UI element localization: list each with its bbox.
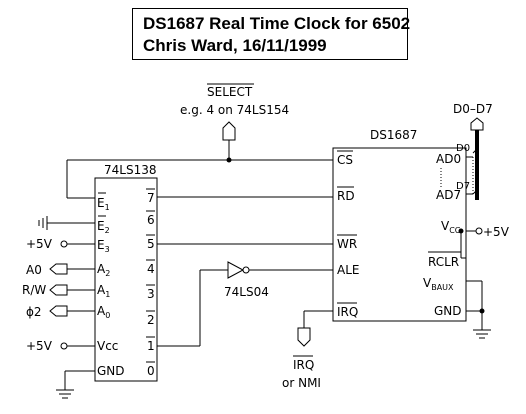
chip-ds1687-body	[332, 147, 467, 322]
bus-entry-top	[472, 148, 478, 154]
pin-cs: CS	[337, 153, 353, 167]
pin-e2: E2	[97, 219, 110, 235]
input-phi2-label: ϕ2	[26, 305, 42, 319]
pin-out-6: 6	[147, 213, 155, 227]
pin-out-4: 4	[147, 262, 155, 276]
input-phi2-connector	[49, 305, 68, 317]
pin-rclr: RCLR	[428, 255, 459, 269]
junction-gnd	[479, 308, 485, 314]
pin-out-0: 0	[147, 364, 155, 378]
chip-ds1687-label: DS1687	[370, 128, 417, 142]
wires-cs	[66, 159, 333, 199]
bus-d7-label: D7	[456, 181, 470, 192]
input-a0-connector	[49, 263, 68, 275]
select-note: e.g. 4 on 74LS154	[180, 103, 289, 117]
ds1687-left-overbars	[337, 150, 357, 304]
pin-out-1: 1	[147, 339, 155, 353]
pin-vbaux: VBAUX	[423, 276, 454, 292]
inverter-triangle	[227, 261, 245, 279]
pin-irq: IRQ	[337, 305, 358, 319]
chip-74ls138-left-pins: E1 E2 E3 A2 A1 A0 Vcc GND	[97, 196, 125, 378]
pin-e3: E3	[97, 238, 110, 254]
wires-ds-vcc	[460, 230, 476, 259]
title-line-1: DS1687 Real Time Clock for 6502	[143, 14, 411, 33]
pin-rd: RD	[337, 189, 355, 203]
chip-ds1687-right-pins: AD0 AD7 VCC RCLR VBAUX GND	[423, 152, 462, 318]
bus-label: D0–D7	[453, 102, 493, 116]
pin-wr: WR	[337, 237, 357, 251]
chip-74ls138-body	[94, 177, 158, 382]
pin-a0: A0	[97, 304, 110, 320]
pin-ad7: AD7	[436, 188, 461, 202]
title-box: DS1687 Real Time Clock for 6502 Chris Wa…	[132, 8, 411, 60]
chip-74ls138-right-pins: 7 6 5 4 3 2 1 0	[147, 191, 155, 378]
pin-out-2: 2	[147, 313, 155, 327]
e2-ground	[38, 216, 95, 230]
junction-vcc	[458, 228, 464, 234]
bus-connector	[470, 117, 484, 131]
irq-output-sublabel: or NMI	[282, 376, 321, 390]
pin-vcc-ds: VCC	[441, 219, 461, 235]
bus-entry-bottom	[472, 189, 478, 195]
pin-a1: A1	[97, 283, 110, 299]
input-rw-label: R/W	[22, 283, 46, 297]
inverter-bubble	[242, 266, 250, 274]
irq-connector	[297, 327, 311, 347]
wire-irq	[303, 310, 333, 328]
plus5v-vcc-label: +5V	[26, 339, 53, 353]
pin-e1: E1	[97, 196, 110, 212]
plus5v-ds-label: +5V	[483, 225, 510, 239]
plus5v-e3-terminal	[60, 240, 68, 248]
select-label: SELECT	[207, 85, 253, 99]
gnd-138	[56, 370, 95, 399]
select-connector	[222, 121, 236, 141]
pin-ale: ALE	[337, 263, 359, 277]
input-rw-connector	[49, 284, 68, 296]
input-a0-label: A0	[26, 263, 42, 277]
pin-out-3: 3	[147, 287, 155, 301]
pin-gnd-ds: GND	[434, 304, 462, 318]
pin-out-5: 5	[147, 237, 155, 251]
plus5v-e3-label: +5V	[26, 237, 53, 251]
plus5v-ds-terminal	[475, 227, 483, 235]
wires-ds-gnd	[466, 280, 491, 339]
irq-output-label: IRQ	[293, 358, 314, 372]
inverter-label: 74LS04	[224, 285, 269, 299]
wire-out1-inverter	[157, 269, 228, 347]
pin-vcc-138: Vcc	[97, 339, 118, 353]
chip-ds1687-left-pins: CS RD WR ALE IRQ	[337, 153, 359, 319]
output-overbars	[146, 188, 155, 363]
pin-ad0: AD0	[436, 152, 461, 166]
chip-74ls138-label: 74LS138	[104, 163, 156, 177]
title-line-2: Chris Ward, 16/11/1999	[143, 36, 327, 55]
chip-74ls138	[94, 177, 158, 382]
pin-gnd-138: GND	[97, 364, 125, 378]
bus-d0-label: D0	[456, 143, 470, 154]
pin-out-7: 7	[147, 191, 155, 205]
pin-a2: A2	[97, 262, 110, 278]
plus5v-vcc-terminal	[60, 342, 68, 350]
